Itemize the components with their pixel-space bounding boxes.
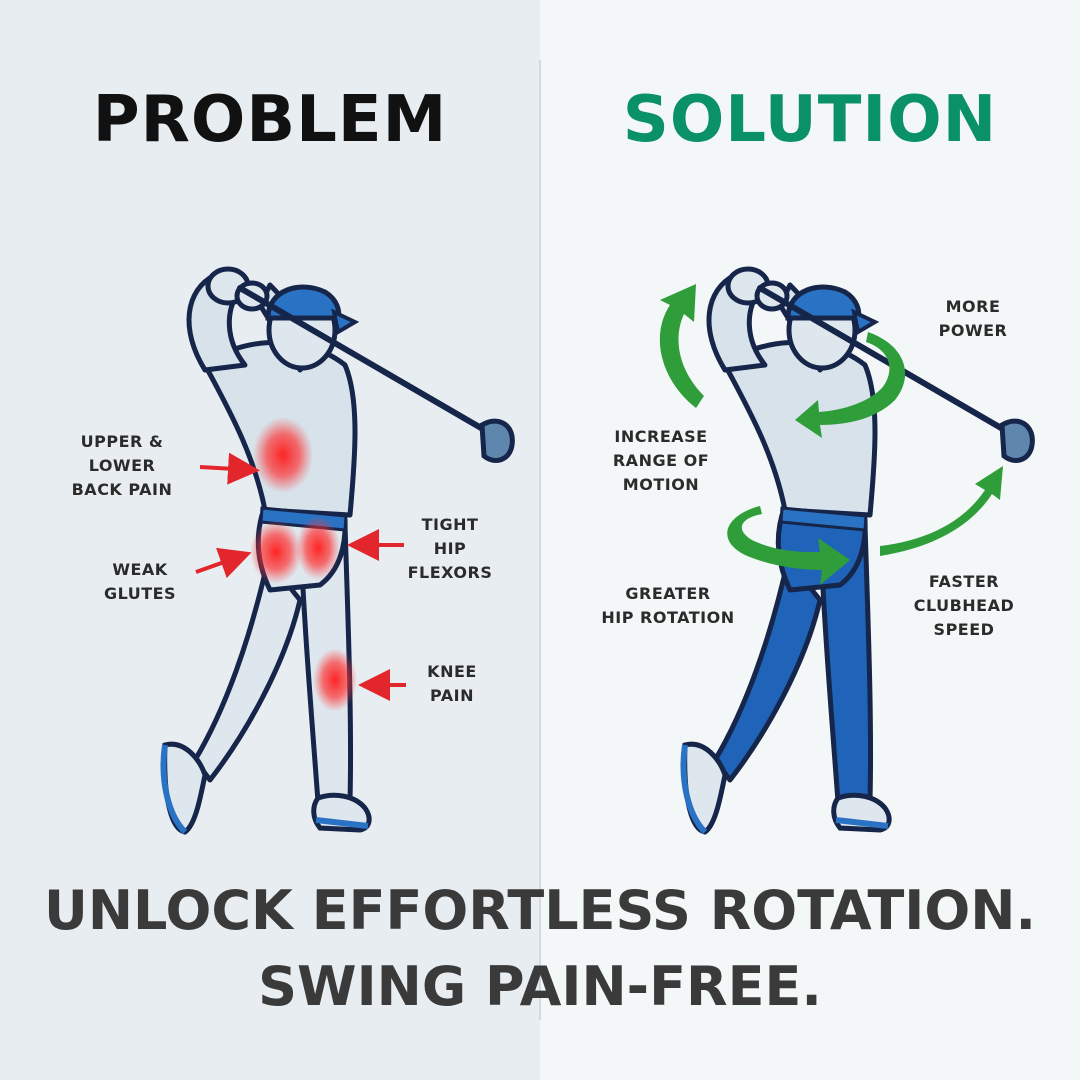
back-pain-arrow	[199, 452, 260, 485]
label-line: HIP	[433, 539, 467, 558]
range-up-arrow	[659, 284, 704, 408]
glute-pain-spot	[250, 520, 302, 584]
more-power-label: MORE POWER	[918, 295, 1028, 343]
panel-divider	[539, 60, 541, 1020]
label-line: FLEXORS	[407, 563, 493, 582]
knee-pain-spot	[313, 648, 357, 712]
green-arrows	[659, 284, 1003, 585]
tagline-line-2: SWING PAIN-FREE.	[258, 955, 822, 1018]
glutes-arrow	[195, 547, 252, 579]
hip-flexors-label: TIGHT HIP FLEXORS	[398, 513, 502, 585]
tagline-line-1: UNLOCK EFFORTLESS ROTATION.	[44, 879, 1036, 942]
label-line: LOWER	[88, 456, 156, 475]
label-line: RANGE OF	[612, 451, 710, 470]
label-line: PAIN	[430, 686, 474, 705]
glutes-label: WEAK GLUTES	[90, 558, 190, 606]
label-line: KNEE	[427, 662, 477, 681]
hip-rotation-label: GREATER HIP ROTATION	[594, 582, 742, 630]
solution-heading: SOLUTION	[622, 83, 998, 157]
clubhead-speed-label: FASTER CLUBHEAD SPEED	[908, 570, 1020, 642]
problem-heading: PROBLEM	[92, 83, 448, 157]
power-arrow	[795, 332, 906, 438]
label-line: GREATER	[625, 584, 711, 603]
back-pain-label: UPPER & LOWER BACK PAIN	[62, 430, 182, 502]
label-line: BACK PAIN	[71, 480, 173, 499]
label-line: FASTER	[928, 572, 1000, 591]
label-line: WEAK	[112, 560, 168, 579]
label-line: UPPER &	[80, 432, 164, 451]
hip-flexor-pain-spot	[296, 516, 340, 580]
label-line: GLUTES	[103, 584, 177, 603]
label-line: MOTION	[622, 475, 700, 494]
label-line: SPEED	[933, 620, 995, 639]
label-line: INCREASE	[614, 427, 708, 446]
back-pain-spot	[253, 417, 313, 493]
solution-golfer	[680, 266, 1035, 835]
label-line: POWER	[938, 321, 1008, 340]
clubhead-arrow	[880, 466, 1003, 556]
range-of-motion-label: INCREASE RANGE OF MOTION	[598, 425, 724, 497]
hip-rotation-arrow	[727, 506, 850, 585]
label-line: HIP ROTATION	[601, 608, 735, 627]
label-line: TIGHT	[421, 515, 479, 534]
label-line: MORE	[945, 297, 1001, 316]
knee-pain-label: KNEE PAIN	[412, 660, 492, 708]
label-line: CLUBHEAD	[913, 596, 1015, 615]
